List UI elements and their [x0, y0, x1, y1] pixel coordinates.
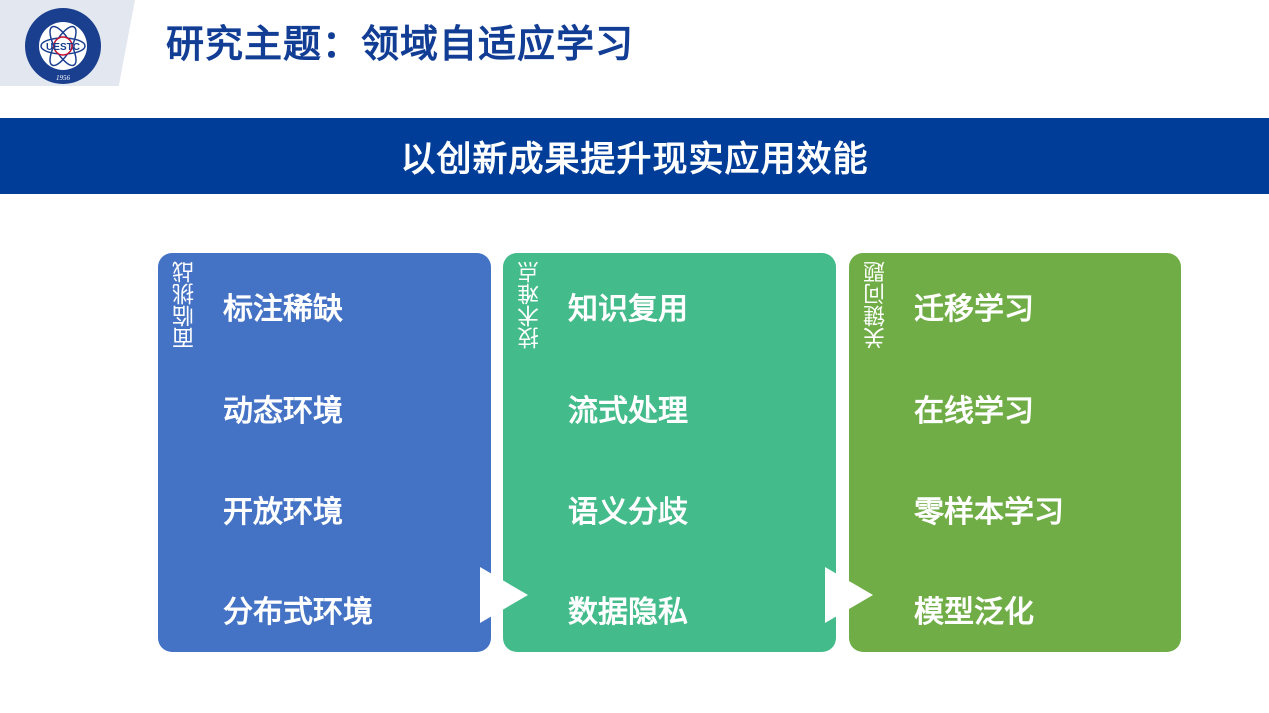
- banner-text: 以创新成果提升现实应用效能: [400, 139, 869, 180]
- page-title: 研究主题：领域自适应学习: [166, 22, 635, 66]
- list-item: 标注稀缺: [223, 292, 343, 327]
- list-item: 零样本学习: [914, 495, 1064, 530]
- arrow-right-icon: [480, 567, 528, 623]
- panel-challenges: 面临挑战 标注稀缺 动态环境 开放环境 分布式环境: [158, 253, 491, 652]
- panel-label: 关键问题: [864, 261, 889, 349]
- arrow-right-icon: [825, 567, 873, 623]
- list-item: 分布式环境: [223, 595, 373, 630]
- university-logo: UESTC 1956: [20, 6, 106, 86]
- logo-year: 1956: [56, 74, 71, 82]
- logo-text: UESTC: [46, 42, 80, 53]
- list-item: 在线学习: [914, 394, 1034, 429]
- list-item: 开放环境: [223, 495, 343, 530]
- banner: 以创新成果提升现实应用效能: [0, 118, 1269, 194]
- list-item: 知识复用: [568, 292, 688, 327]
- list-item: 数据隐私: [568, 595, 688, 630]
- list-item: 迁移学习: [914, 292, 1034, 327]
- panel-difficulties: 技术难点 知识复用 流式处理 语义分歧 数据隐私: [503, 253, 836, 652]
- list-item: 模型泛化: [914, 595, 1034, 630]
- list-item: 动态环境: [223, 394, 343, 429]
- panel-key-issues: 关键问题 迁移学习 在线学习 零样本学习 模型泛化: [849, 253, 1181, 652]
- list-item: 语义分歧: [568, 495, 688, 530]
- list-item: 流式处理: [568, 394, 688, 429]
- panel-label: 技术难点: [518, 261, 543, 349]
- panel-label: 面临挑战: [173, 261, 198, 349]
